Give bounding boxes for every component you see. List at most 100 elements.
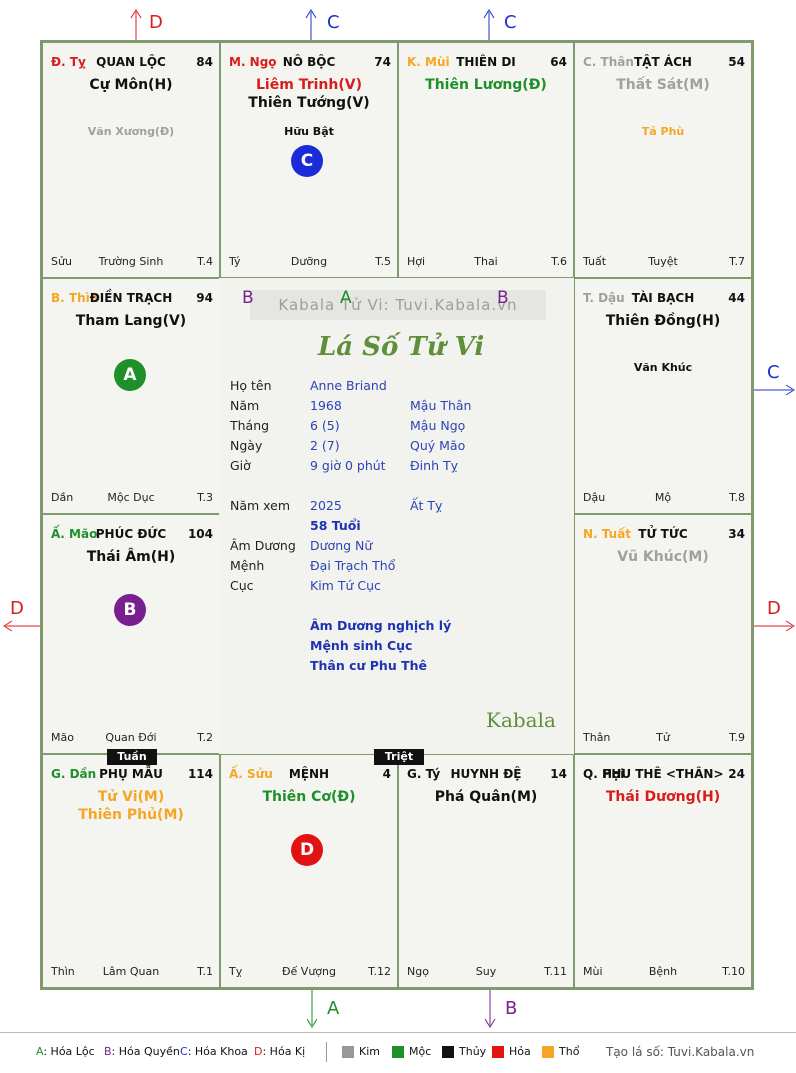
- watermark-text: Kabala Tử Vi: Tuvi.Kabala.vn: [250, 290, 546, 320]
- legend-element-label: Thủy: [459, 1045, 487, 1058]
- palace-branch: Mùi: [583, 965, 603, 978]
- main-star: Liêm Trinh(V): [256, 77, 362, 93]
- palace-footer: Mùi Bệnh T.10: [575, 965, 751, 979]
- palace-ty_snake: Đ. Tỵ QUAN LỘC 84 Sửu Trường Sinh T.4 Cự…: [42, 42, 220, 278]
- palace-t: T.4: [197, 255, 213, 268]
- legend-element-swatch: [492, 1046, 504, 1058]
- minor-star: Văn Khúc: [633, 361, 693, 374]
- palace-t: T.11: [544, 965, 567, 978]
- info-note: Âm Dương nghịch lý: [310, 618, 452, 633]
- palace-header: M. Ngọ NÔ BỘC 74: [221, 55, 397, 71]
- palace-header: T. Dậu TÀI BẠCH 44: [575, 291, 751, 307]
- badge-a: A: [114, 359, 146, 391]
- info-extra: Mậu Thân: [410, 398, 472, 413]
- palace-footer: Dần Mộc Dục T.3: [43, 491, 219, 505]
- palace-t: T.9: [729, 731, 745, 744]
- label-line-a: A: [340, 288, 352, 308]
- palace-stage: Lâm Quan: [102, 965, 160, 978]
- palace-name: ĐIỀN TRẠCH: [89, 291, 173, 305]
- legend-site: Tạo lá số: Tuvi.Kabala.vn: [606, 1045, 755, 1059]
- main-star: Cự Môn(H): [89, 77, 173, 93]
- palace-stage: Tử: [656, 731, 670, 744]
- legend-hoa-text: : Hóa Lộc: [43, 1045, 95, 1058]
- info-extra: Quý Mão: [410, 438, 466, 453]
- palace-mui: K. Mùi THIÊN DI 64 Hợi Thai T.6 Thiên Lư…: [398, 42, 574, 278]
- palace-number: 24: [728, 767, 745, 781]
- palace-name: TÀI BẠCH: [631, 291, 695, 305]
- palace-mao: Ấ. Mão PHÚC ĐỨC 104 Mão Quan Đới T.2 Thá…: [42, 514, 220, 754]
- palace-t: T.6: [551, 255, 567, 268]
- legend-hoa-text: : Hóa Quyền: [111, 1045, 180, 1058]
- center-panel: [219, 278, 573, 754]
- main-star: Thất Sát(M): [616, 77, 710, 93]
- legend-element-label: Hỏa: [509, 1045, 531, 1058]
- palace-stage: Thai: [474, 255, 498, 268]
- info-extra: Ất Tỵ: [410, 498, 443, 513]
- minor-star: Hữu Bật: [284, 125, 334, 138]
- label-bottom-b: B: [505, 998, 518, 1019]
- palace-footer: Tý Dưỡng T.5: [221, 255, 397, 269]
- palace-footer: Ngọ Suy T.11: [399, 965, 573, 979]
- palace-stage: Mộ: [654, 491, 672, 504]
- palace-stage: Suy: [475, 965, 497, 978]
- palace-name: PHÚC ĐỨC: [95, 527, 167, 541]
- palace-t: T.2: [197, 731, 213, 744]
- palace-dan: G. Dần PHỤ MẪU 114 Thìn Lâm Quan T.1 Tử …: [42, 754, 220, 988]
- main-star: Thái Âm(H): [86, 549, 176, 565]
- legend-element-swatch: [542, 1046, 554, 1058]
- palace-branch: Sửu: [51, 255, 72, 268]
- palace-footer: Thìn Lâm Quan T.1: [43, 965, 219, 979]
- label-top-left: D: [149, 12, 163, 33]
- palace-header: N. Tuất TỬ TỨC 34: [575, 527, 751, 543]
- palace-footer: Tỵ Đế Vượng T.12: [221, 965, 397, 979]
- info-label: Mệnh: [230, 558, 265, 573]
- info-value: 58 Tuổi: [310, 518, 361, 533]
- palace-footer: Tuất Tuyệt T.7: [575, 255, 751, 269]
- label-top-right: C: [504, 12, 517, 33]
- palace-number: 64: [550, 55, 567, 69]
- palace-stem: C. Thân: [583, 55, 634, 69]
- info-value: 2025: [310, 498, 342, 513]
- legend-hoa-item: D: Hóa Kị: [254, 1045, 305, 1058]
- palace-name: HUYNH ĐỆ: [450, 767, 522, 781]
- palace-stage: Tuyệt: [648, 255, 678, 268]
- info-extra: Đinh Tỵ: [410, 458, 459, 473]
- palace-t: T.12: [368, 965, 391, 978]
- badge-b: B: [114, 594, 146, 626]
- palace-name: MỆNH: [288, 767, 330, 781]
- legend-hoa-text: : Hóa Kị: [262, 1045, 306, 1058]
- palace-stem: N. Tuất: [583, 527, 632, 541]
- palace-footer: Sửu Trường Sinh T.4: [43, 255, 219, 269]
- palace-number: 94: [196, 291, 213, 305]
- main-star: Thiên Phủ(M): [78, 807, 184, 823]
- info-value: Dương Nữ: [310, 538, 373, 553]
- palace-stage: Dưỡng: [290, 255, 328, 268]
- palace-number: 44: [728, 291, 745, 305]
- info-label: Âm Dương: [230, 538, 296, 553]
- palace-stem: Ấ. Mão: [51, 527, 98, 541]
- palace-header: Q. Hợi PHU THÊ <THÂN> 24: [575, 767, 751, 783]
- legend-element-swatch: [342, 1046, 354, 1058]
- palace-header: Ấ. Sửu MỆNH 4: [221, 767, 397, 783]
- badge-d: D: [291, 834, 323, 866]
- info-extra: Mậu Ngọ: [410, 418, 466, 433]
- palace-branch: Thìn: [51, 965, 75, 978]
- palace-t: T.3: [197, 491, 213, 504]
- palace-suu: Ấ. Sửu MỆNH 4 Tỵ Đế Vượng T.12 Thiên Cơ(…: [220, 754, 398, 988]
- palace-tuat: N. Tuất TỬ TỨC 34 Thân Tử T.9 Vũ Khúc(M): [574, 514, 752, 754]
- main-star: Phá Quân(M): [434, 789, 538, 805]
- palace-footer: Mão Quan Đới T.2: [43, 731, 219, 745]
- palace-branch: Dần: [51, 491, 74, 504]
- palace-number: 74: [374, 55, 391, 69]
- info-label: Giờ: [230, 458, 251, 473]
- chart-logo: Lá Số Tử Vi: [318, 332, 485, 362]
- palace-header: G. Tý HUYNH ĐỆ 14: [399, 767, 573, 783]
- legend-hoa-text: : Hóa Khoa: [187, 1045, 248, 1058]
- legend-element-swatch: [442, 1046, 454, 1058]
- palace-t: T.8: [729, 491, 745, 504]
- palace-footer: Hợi Thai T.6: [399, 255, 573, 269]
- info-label: Cục: [230, 578, 254, 593]
- label-right: D: [767, 598, 781, 619]
- palace-footer: Thân Tử T.9: [575, 731, 751, 745]
- info-value: 6 (5): [310, 418, 340, 433]
